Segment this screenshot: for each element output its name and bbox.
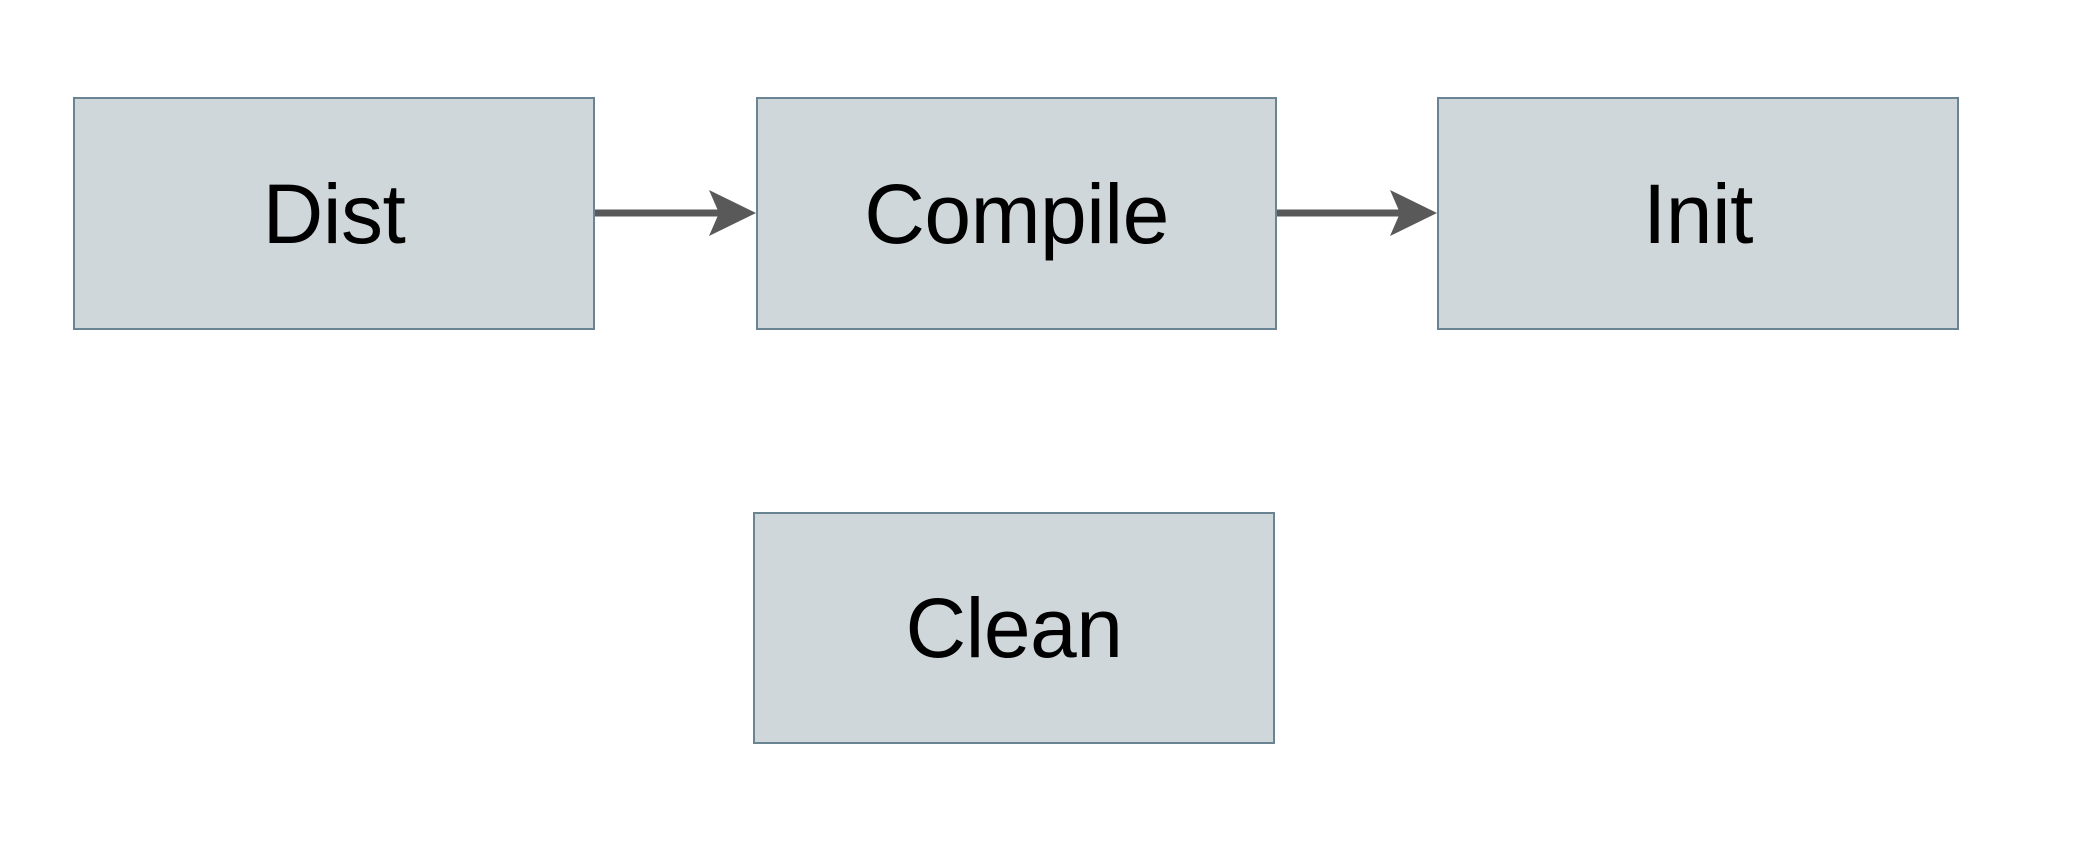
node-dist[interactable]: Dist (73, 97, 595, 330)
edge-compile-to-init-hitbox[interactable] (1277, 193, 1437, 233)
node-dist-label: Dist (262, 166, 406, 261)
node-compile-label: Compile (864, 166, 1169, 261)
node-clean[interactable]: Clean (753, 512, 1275, 744)
node-clean-label: Clean (905, 581, 1123, 675)
edge-dist-to-compile-hitbox[interactable] (595, 193, 756, 233)
node-init[interactable]: Init (1437, 97, 1959, 330)
node-compile[interactable]: Compile (756, 97, 1277, 330)
node-init-label: Init (1642, 166, 1754, 261)
